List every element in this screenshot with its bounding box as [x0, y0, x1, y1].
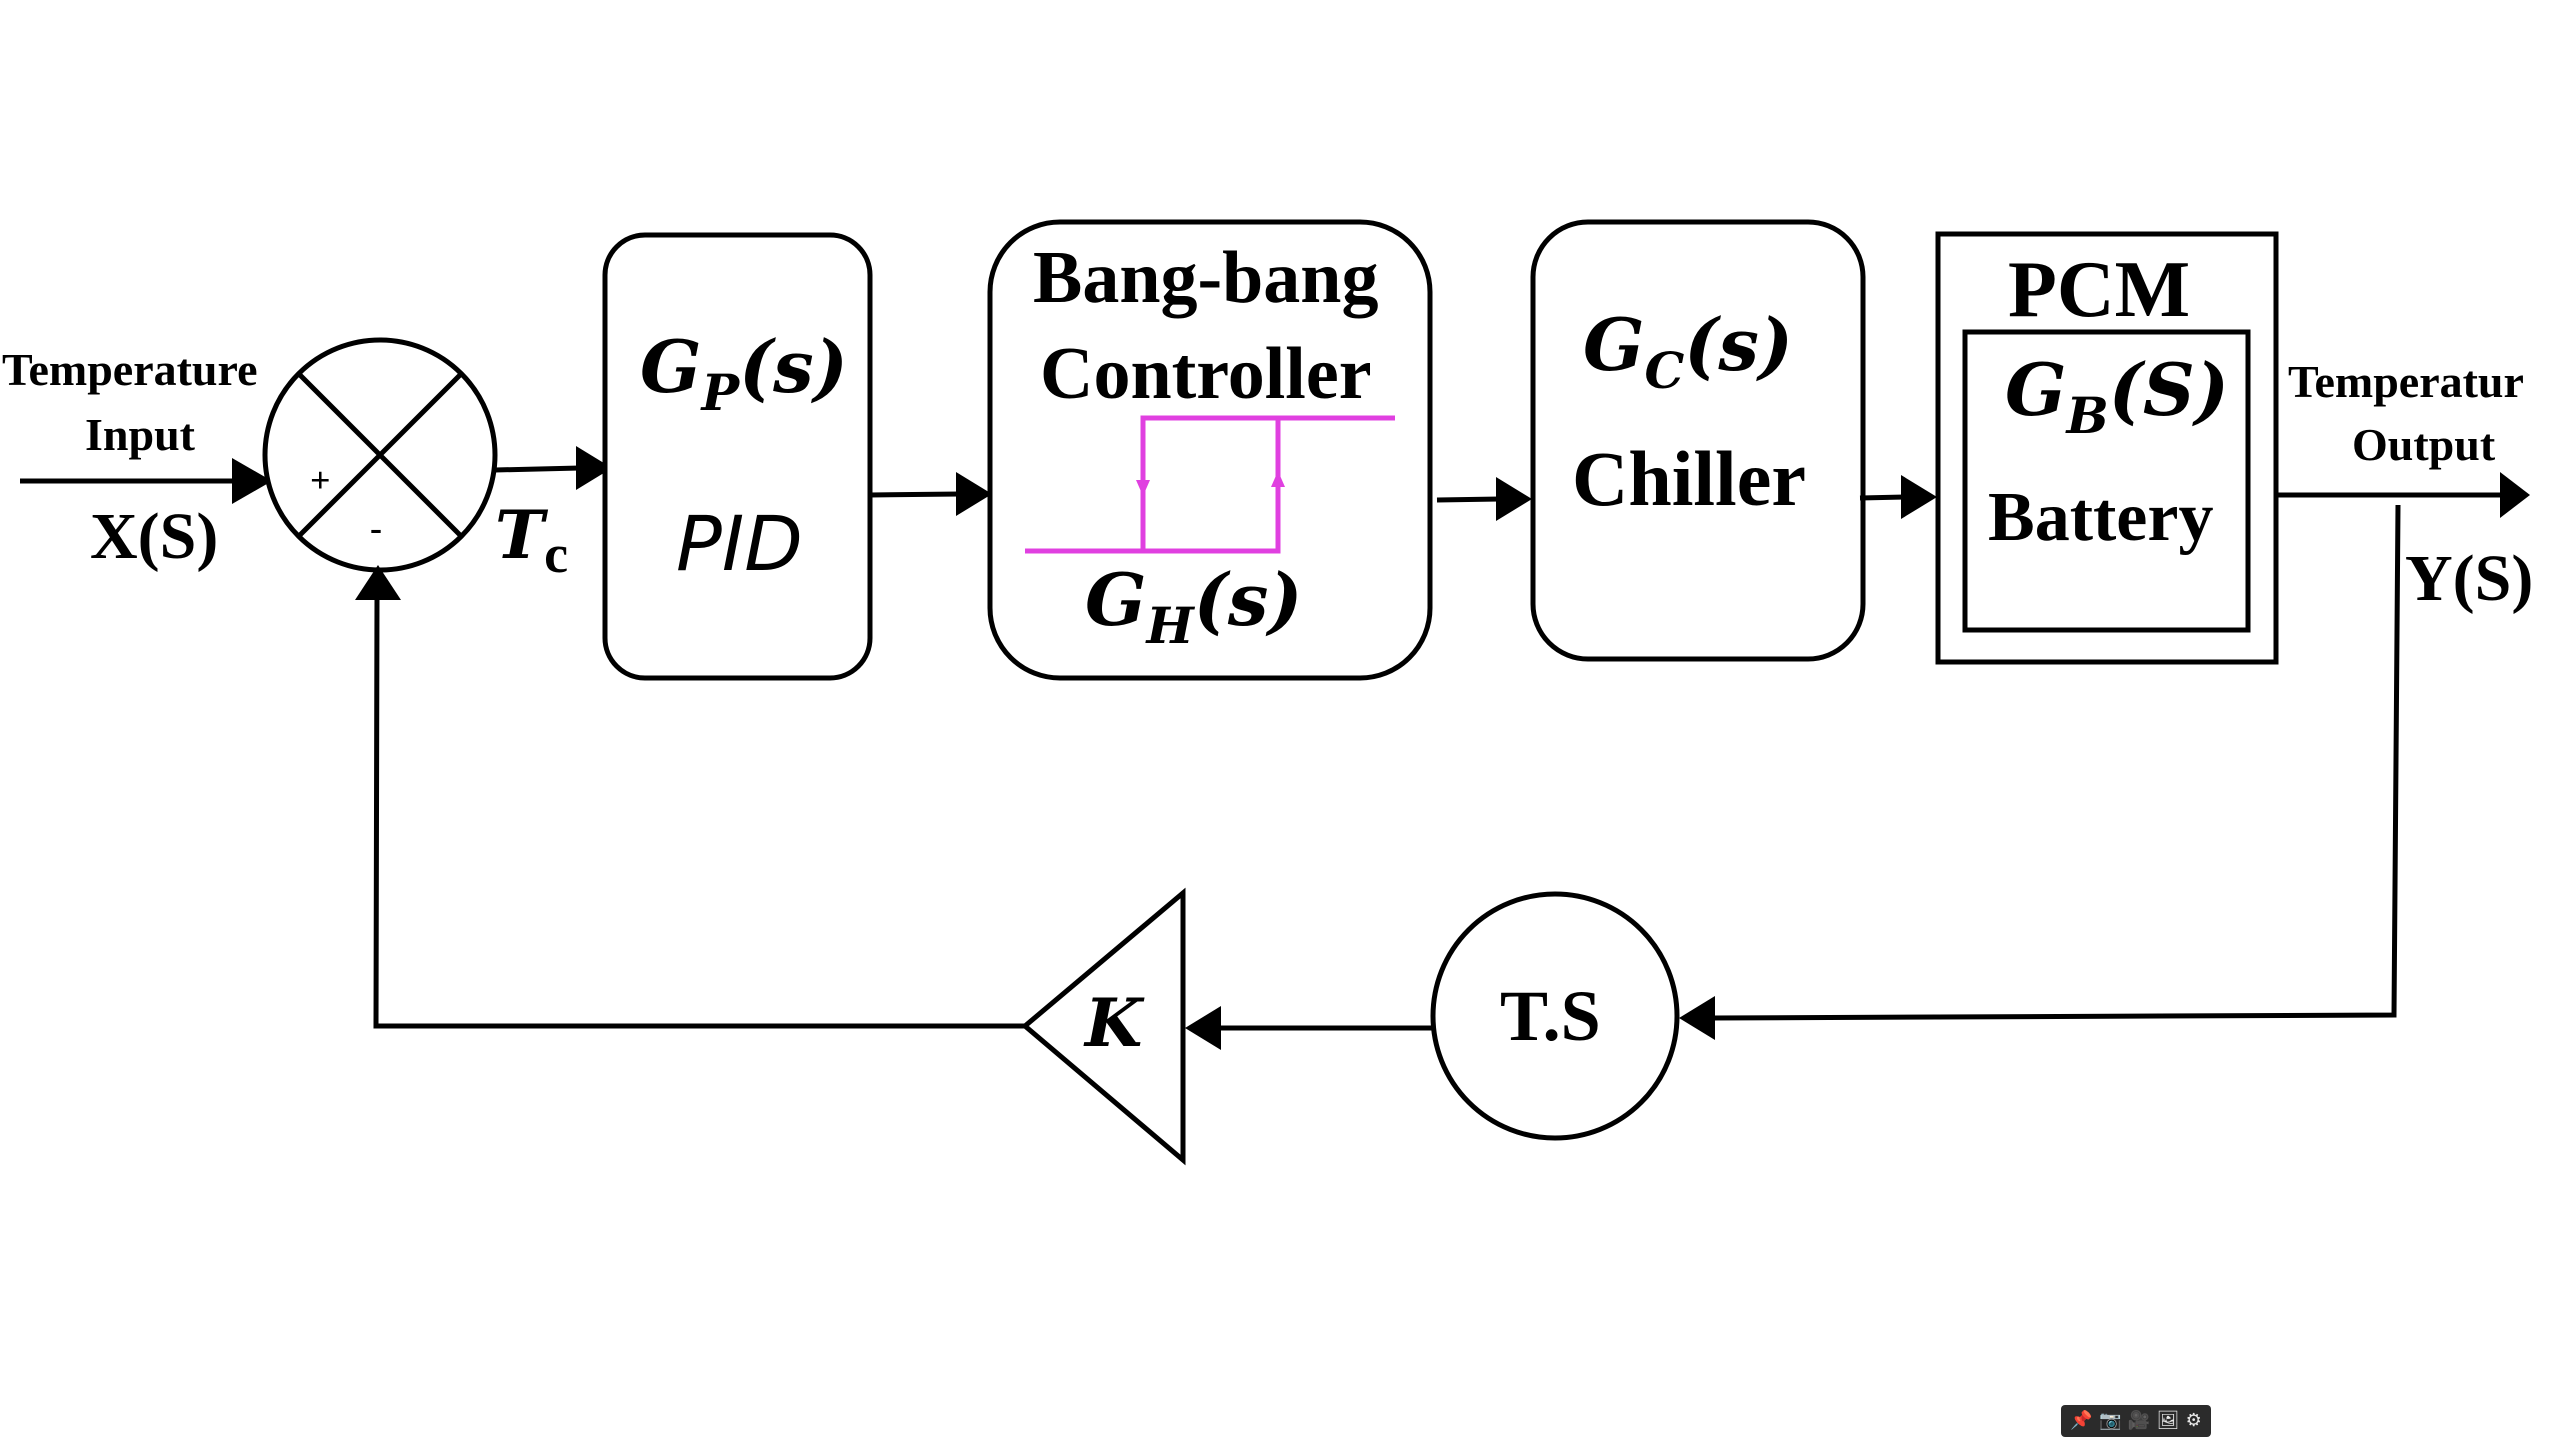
battery-inner-block [1962, 329, 2251, 633]
bangbang-title-line1: Bang-bang [1033, 237, 1378, 319]
gain-block [1021, 887, 1186, 1166]
feedback-path-right [1679, 504, 2401, 1040]
chiller-transfer-function: GC(s) [1583, 302, 1793, 400]
battery-transfer-function: GB(S) [2005, 347, 2229, 445]
gear-icon[interactable]: ⚙ [2185, 1410, 2202, 1431]
hysteresis-symbol [1025, 415, 1395, 554]
chiller-label: Chiller [1572, 435, 1806, 522]
summing-plus-sign: + [310, 460, 331, 500]
error-signal-sub: c [544, 524, 568, 584]
screenshot-toolbar: 📌 📷 🎥 🖼 ⚙ [2061, 1405, 2211, 1437]
error-signal-base: T [495, 496, 549, 574]
pid-transfer-function: GP(s) [640, 324, 848, 422]
sensor-to-gain-arrow [1185, 1006, 1433, 1050]
bangbang-to-chiller-arrow [1436, 477, 1532, 521]
output-caption-line2: Output [2352, 419, 2496, 470]
battery-label: Battery [1988, 479, 2213, 556]
bangbang-controller-block [987, 219, 1433, 681]
feedback-path-left [355, 565, 1025, 1029]
temperature-sensor-label: T.S [1500, 976, 1601, 1056]
input-caption-line2: Input [85, 409, 196, 460]
input-caption-line1: Temperature [2, 344, 258, 395]
bangbang-title-line2: Controller [1040, 333, 1372, 415]
pid-to-bangbang-arrow [869, 472, 992, 516]
output-signal-line [2276, 472, 2530, 518]
bangbang-transfer-function: GH(s) [1085, 557, 1302, 655]
pin-icon[interactable]: 📌 [2070, 1410, 2093, 1431]
pcm-title: PCM [2008, 246, 2190, 334]
input-signal-line [20, 458, 272, 504]
pid-label: PID [676, 499, 803, 588]
sum-to-pid-arrow [494, 446, 612, 490]
error-signal-label: Tc [495, 496, 568, 584]
pid-block [602, 232, 873, 681]
chiller-block [1530, 219, 1866, 662]
summing-minus-sign: - [370, 508, 382, 548]
camera-icon[interactable]: 📷 [2098, 1410, 2122, 1431]
video-icon[interactable]: 🎥 [2127, 1410, 2151, 1431]
output-signal-label: Y(S) [2405, 542, 2533, 615]
gallery-icon[interactable]: 🖼 [2156, 1410, 2180, 1431]
summing-junction [262, 337, 498, 573]
temperature-sensor-block [1430, 891, 1680, 1141]
chiller-to-pcm-arrow [1859, 475, 1937, 519]
output-caption-line1: Temperatur [2288, 356, 2524, 407]
input-signal-label: X(S) [90, 500, 218, 573]
gain-label: K [1083, 984, 1145, 1062]
